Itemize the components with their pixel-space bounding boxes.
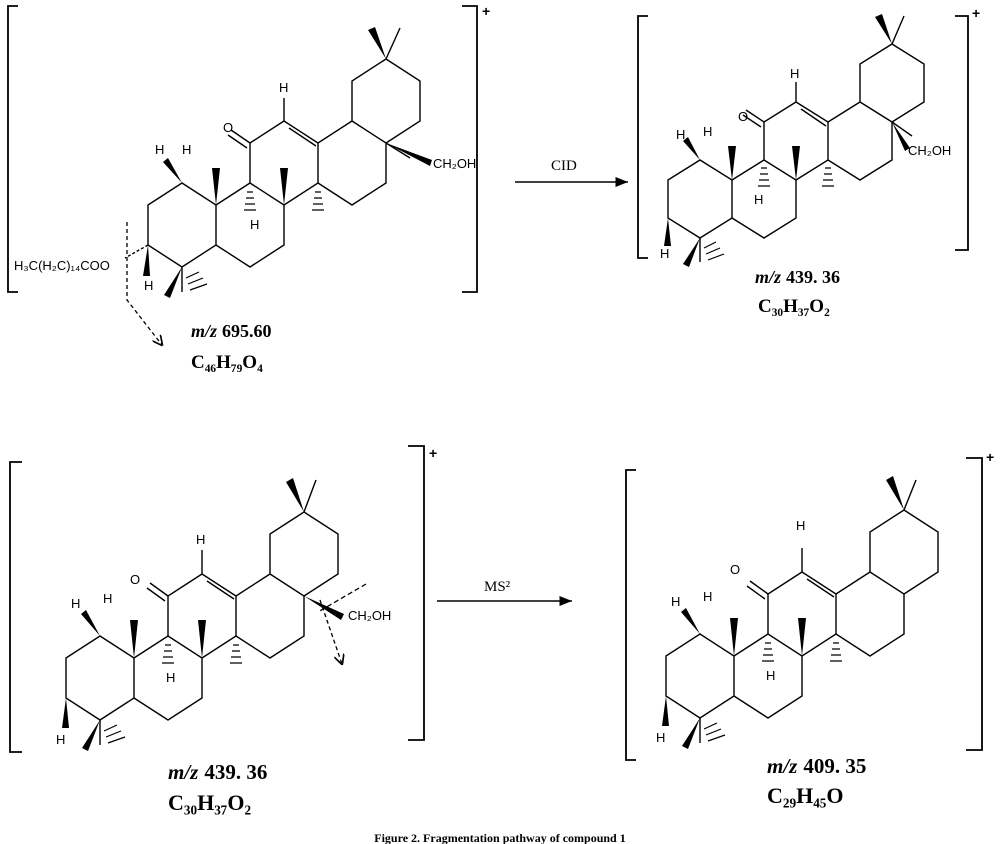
stereo-wedges [62,478,344,751]
c9-hydrogen: H [754,192,763,207]
ion-bracket-left [9,461,22,753]
c2-hydrogen-a: H [155,142,164,157]
ms2-product-ion: + O H H H [625,449,994,808]
figure-caption: Figure 2. Fragmentation pathway of compo… [374,831,625,844]
ion-bracket-right: + [408,445,437,741]
precursor-ion: + [7,3,490,373]
keto-oxygen: O [730,562,740,577]
hydroxymethyl-group: CH₂OH [348,608,391,623]
cid-label: CID [551,158,577,174]
c2-hydrogen-b: H [703,124,712,139]
ion-bracket-left [7,5,18,293]
stereo-hashes [703,642,842,742]
vinyl-hydrogen: H [796,518,805,533]
ms2-product-formula: C₂₉H₄₅O [767,783,844,808]
c2-hydrogen-b: H [182,142,191,157]
ion-bracket-right: + [955,5,980,251]
ms2-arrow: MS² [437,579,572,607]
c9-hydrogen: H [166,670,175,685]
c2-hydrogen-b: H [103,591,112,606]
charge-sign: + [972,5,980,21]
c2-hydrogen-a: H [676,127,685,142]
charge-sign: + [482,3,490,19]
charge-sign: + [429,445,437,461]
stereo-wedges [143,27,432,298]
c3-hydrogen: H [144,278,153,293]
hydroxymethyl-cleavage-arrow [317,583,367,664]
ms2-label: MS² [484,579,511,595]
c3-hydrogen: H [56,732,65,747]
stereo-hashes [103,644,242,744]
cid-product-formula: C₃₀H₃₇O₂ [758,296,830,317]
triterpene-skeleton [124,27,421,292]
vinyl-hydrogen: H [196,532,205,547]
cid-product-ion: + O [637,5,980,317]
ms2-precursor-formula: C₃₀H₃₇O₂ [168,790,251,815]
triterpene-skeleton [65,479,339,745]
c9-hydrogen: H [250,217,259,232]
vinyl-hydrogen: H [279,80,288,95]
c9-hydrogen: H [766,668,775,683]
palmitate-ester-group: H₃C(H₂C)₁₄COO [14,258,110,273]
stereo-hashes [185,191,324,291]
vinyl-hydrogen: H [790,66,799,81]
stereo-wedges [662,476,904,749]
ion-bracket-right: + [462,3,490,293]
ion-bracket-left [637,15,648,259]
ion-bracket-left [625,469,636,761]
stereo-hashes [703,167,834,261]
hydroxymethyl-group: CH₂OH [433,156,476,171]
c3-hydrogen: H [660,246,669,261]
cid-arrow: CID [515,158,628,188]
c2-hydrogen-a: H [671,594,680,609]
c3-hydrogen: H [656,730,665,745]
stereo-wedges [664,14,910,267]
charge-sign: + [986,449,994,465]
ms2-precursor-ion: + O H [9,445,437,815]
ester-cleavage-arrow [126,222,162,345]
keto-oxygen: O [130,572,140,587]
triterpene-skeleton [667,15,925,262]
c2-hydrogen-a: H [71,596,80,611]
precursor-formula: C₄₆H₇₉O₄ [191,352,263,373]
hydroxymethyl-group: CH₂OH [908,143,951,158]
keto-oxygen: O [223,120,233,135]
keto-oxygen: O [738,109,748,124]
ion-bracket-right: + [966,449,994,751]
c2-hydrogen-b: H [703,589,712,604]
